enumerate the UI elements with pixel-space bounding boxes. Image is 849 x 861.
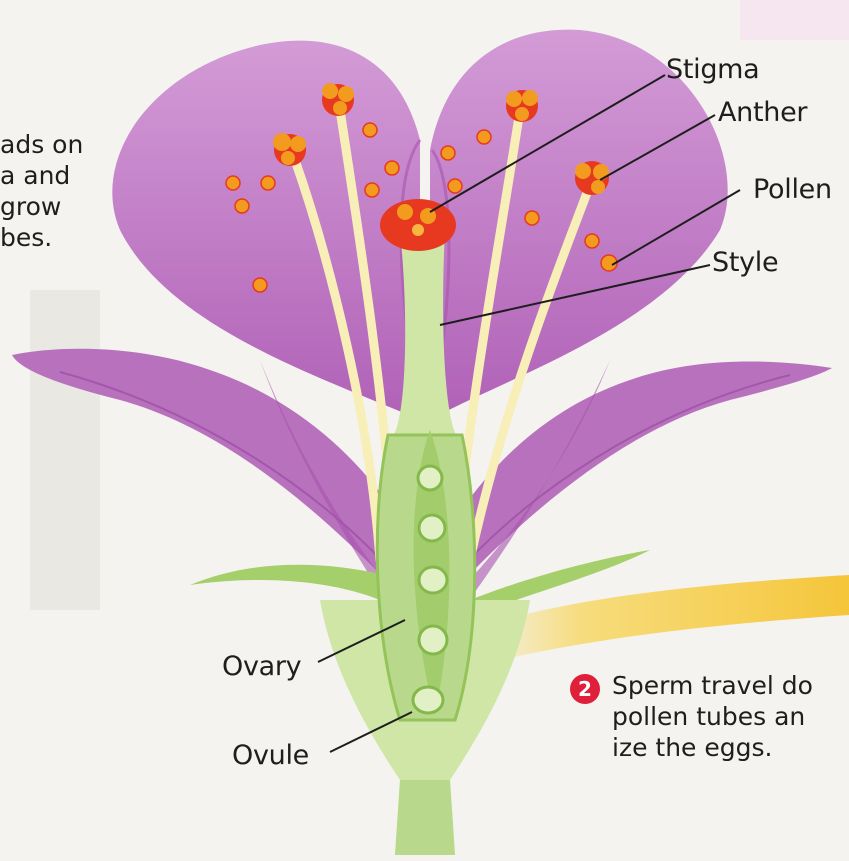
step-2-line-1: Sperm travel do bbox=[612, 670, 813, 701]
pollen-label: Pollen bbox=[753, 174, 832, 205]
ovary-label: Ovary bbox=[222, 651, 301, 682]
step-2-line-2: pollen tubes an bbox=[612, 701, 813, 732]
left-caption: ads on a and grow bes. bbox=[0, 129, 83, 253]
step-2-caption: Sperm travel do pollen tubes an ize the … bbox=[612, 670, 813, 763]
anther-label: Anther bbox=[718, 97, 807, 128]
step-2-line-3: ize the eggs. bbox=[612, 732, 813, 763]
sepal-left bbox=[190, 565, 385, 600]
step-2-badge: 2 bbox=[570, 674, 600, 704]
stigma-label: Stigma bbox=[666, 54, 759, 85]
stigma-head bbox=[380, 199, 456, 251]
style-label: Style bbox=[712, 247, 778, 278]
ovule-label: Ovule bbox=[232, 740, 309, 771]
left-caption-line-1: ads on bbox=[0, 129, 83, 160]
left-caption-line-3: grow bbox=[0, 191, 83, 222]
left-caption-line-4: bes. bbox=[0, 222, 83, 253]
left-caption-line-2: a and bbox=[0, 160, 83, 191]
